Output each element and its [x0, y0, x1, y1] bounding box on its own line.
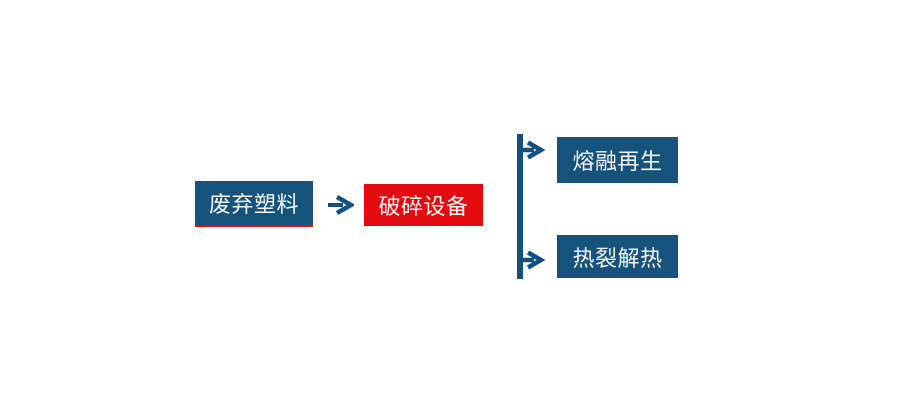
node-pyrolysis-label: 热裂解热 [572, 245, 663, 271]
node-crushing-equipment: 破碎设备 [364, 184, 483, 226]
branch-arrow-bottom-icon [520, 250, 546, 270]
node-melt-regeneration-label: 熔融再生 [572, 149, 663, 174]
node-pyrolysis: 热裂解热 [557, 235, 678, 278]
branch-arrow-top-icon [520, 140, 546, 160]
branch-connector [514, 132, 548, 282]
node-waste-plastic-label: 废弃塑料 [208, 192, 299, 217]
branch-vertical-line [517, 134, 523, 279]
node-crushing-equipment-label: 破碎设备 [378, 194, 469, 219]
arrow-right-icon [327, 195, 354, 215]
node-waste-plastic: 废弃塑料 [195, 181, 313, 227]
node-melt-regeneration: 熔融再生 [557, 137, 678, 183]
